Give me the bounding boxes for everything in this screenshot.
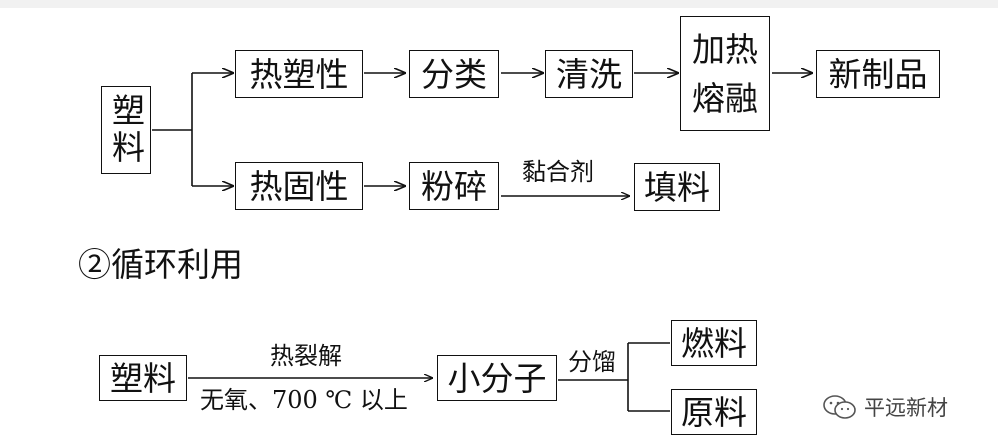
raw-material-box: 原料 (671, 389, 757, 435)
wash-box: 清洗 (545, 50, 633, 98)
heat-melt-box: 加热 熔融 (680, 16, 770, 131)
fuel-box: 燃料 (671, 320, 757, 366)
plastic-box-2: 塑料 (99, 355, 187, 401)
melt-label: 熔融 (692, 78, 758, 118)
fractionation-label: 分馏 (568, 348, 616, 376)
pyrolysis-label: 热裂解 (270, 342, 342, 370)
adhesive-label: 黏合剂 (522, 158, 594, 186)
thermoset-box: 热固性 (235, 162, 363, 210)
condition-label: 无氧、700 ℃ 以上 (200, 386, 408, 414)
fuel-label: 燃料 (681, 323, 747, 363)
crush-box: 粉碎 (409, 162, 499, 210)
filler-box: 填料 (634, 163, 720, 211)
thermoset-label: 热固性 (249, 166, 349, 206)
crush-label: 粉碎 (421, 166, 487, 206)
classify-label: 分类 (421, 54, 487, 94)
plastic-label-2: 塑料 (110, 358, 176, 398)
section-heading: ②循环利用 (78, 245, 243, 284)
classify-box: 分类 (409, 50, 499, 98)
small-molecule-label: 小分子 (447, 358, 547, 398)
watermark: 平远新材 (822, 392, 948, 422)
new-product-label: 新制品 (828, 54, 928, 94)
raw-material-label: 原料 (681, 392, 747, 432)
watermark-text: 平远新材 (864, 396, 948, 420)
plastic-label: 塑料 (106, 93, 146, 167)
new-product-box: 新制品 (816, 50, 940, 98)
thermoplastic-label: 热塑性 (249, 54, 349, 94)
plastic-box: 塑料 (101, 86, 151, 174)
thermoplastic-box: 热塑性 (235, 50, 363, 98)
filler-label: 填料 (644, 167, 710, 207)
small-molecule-box: 小分子 (437, 355, 557, 401)
top-bar (0, 0, 998, 8)
wechat-icon (823, 395, 856, 419)
wash-label: 清洗 (556, 54, 622, 94)
heat-label: 加热 (692, 29, 758, 69)
